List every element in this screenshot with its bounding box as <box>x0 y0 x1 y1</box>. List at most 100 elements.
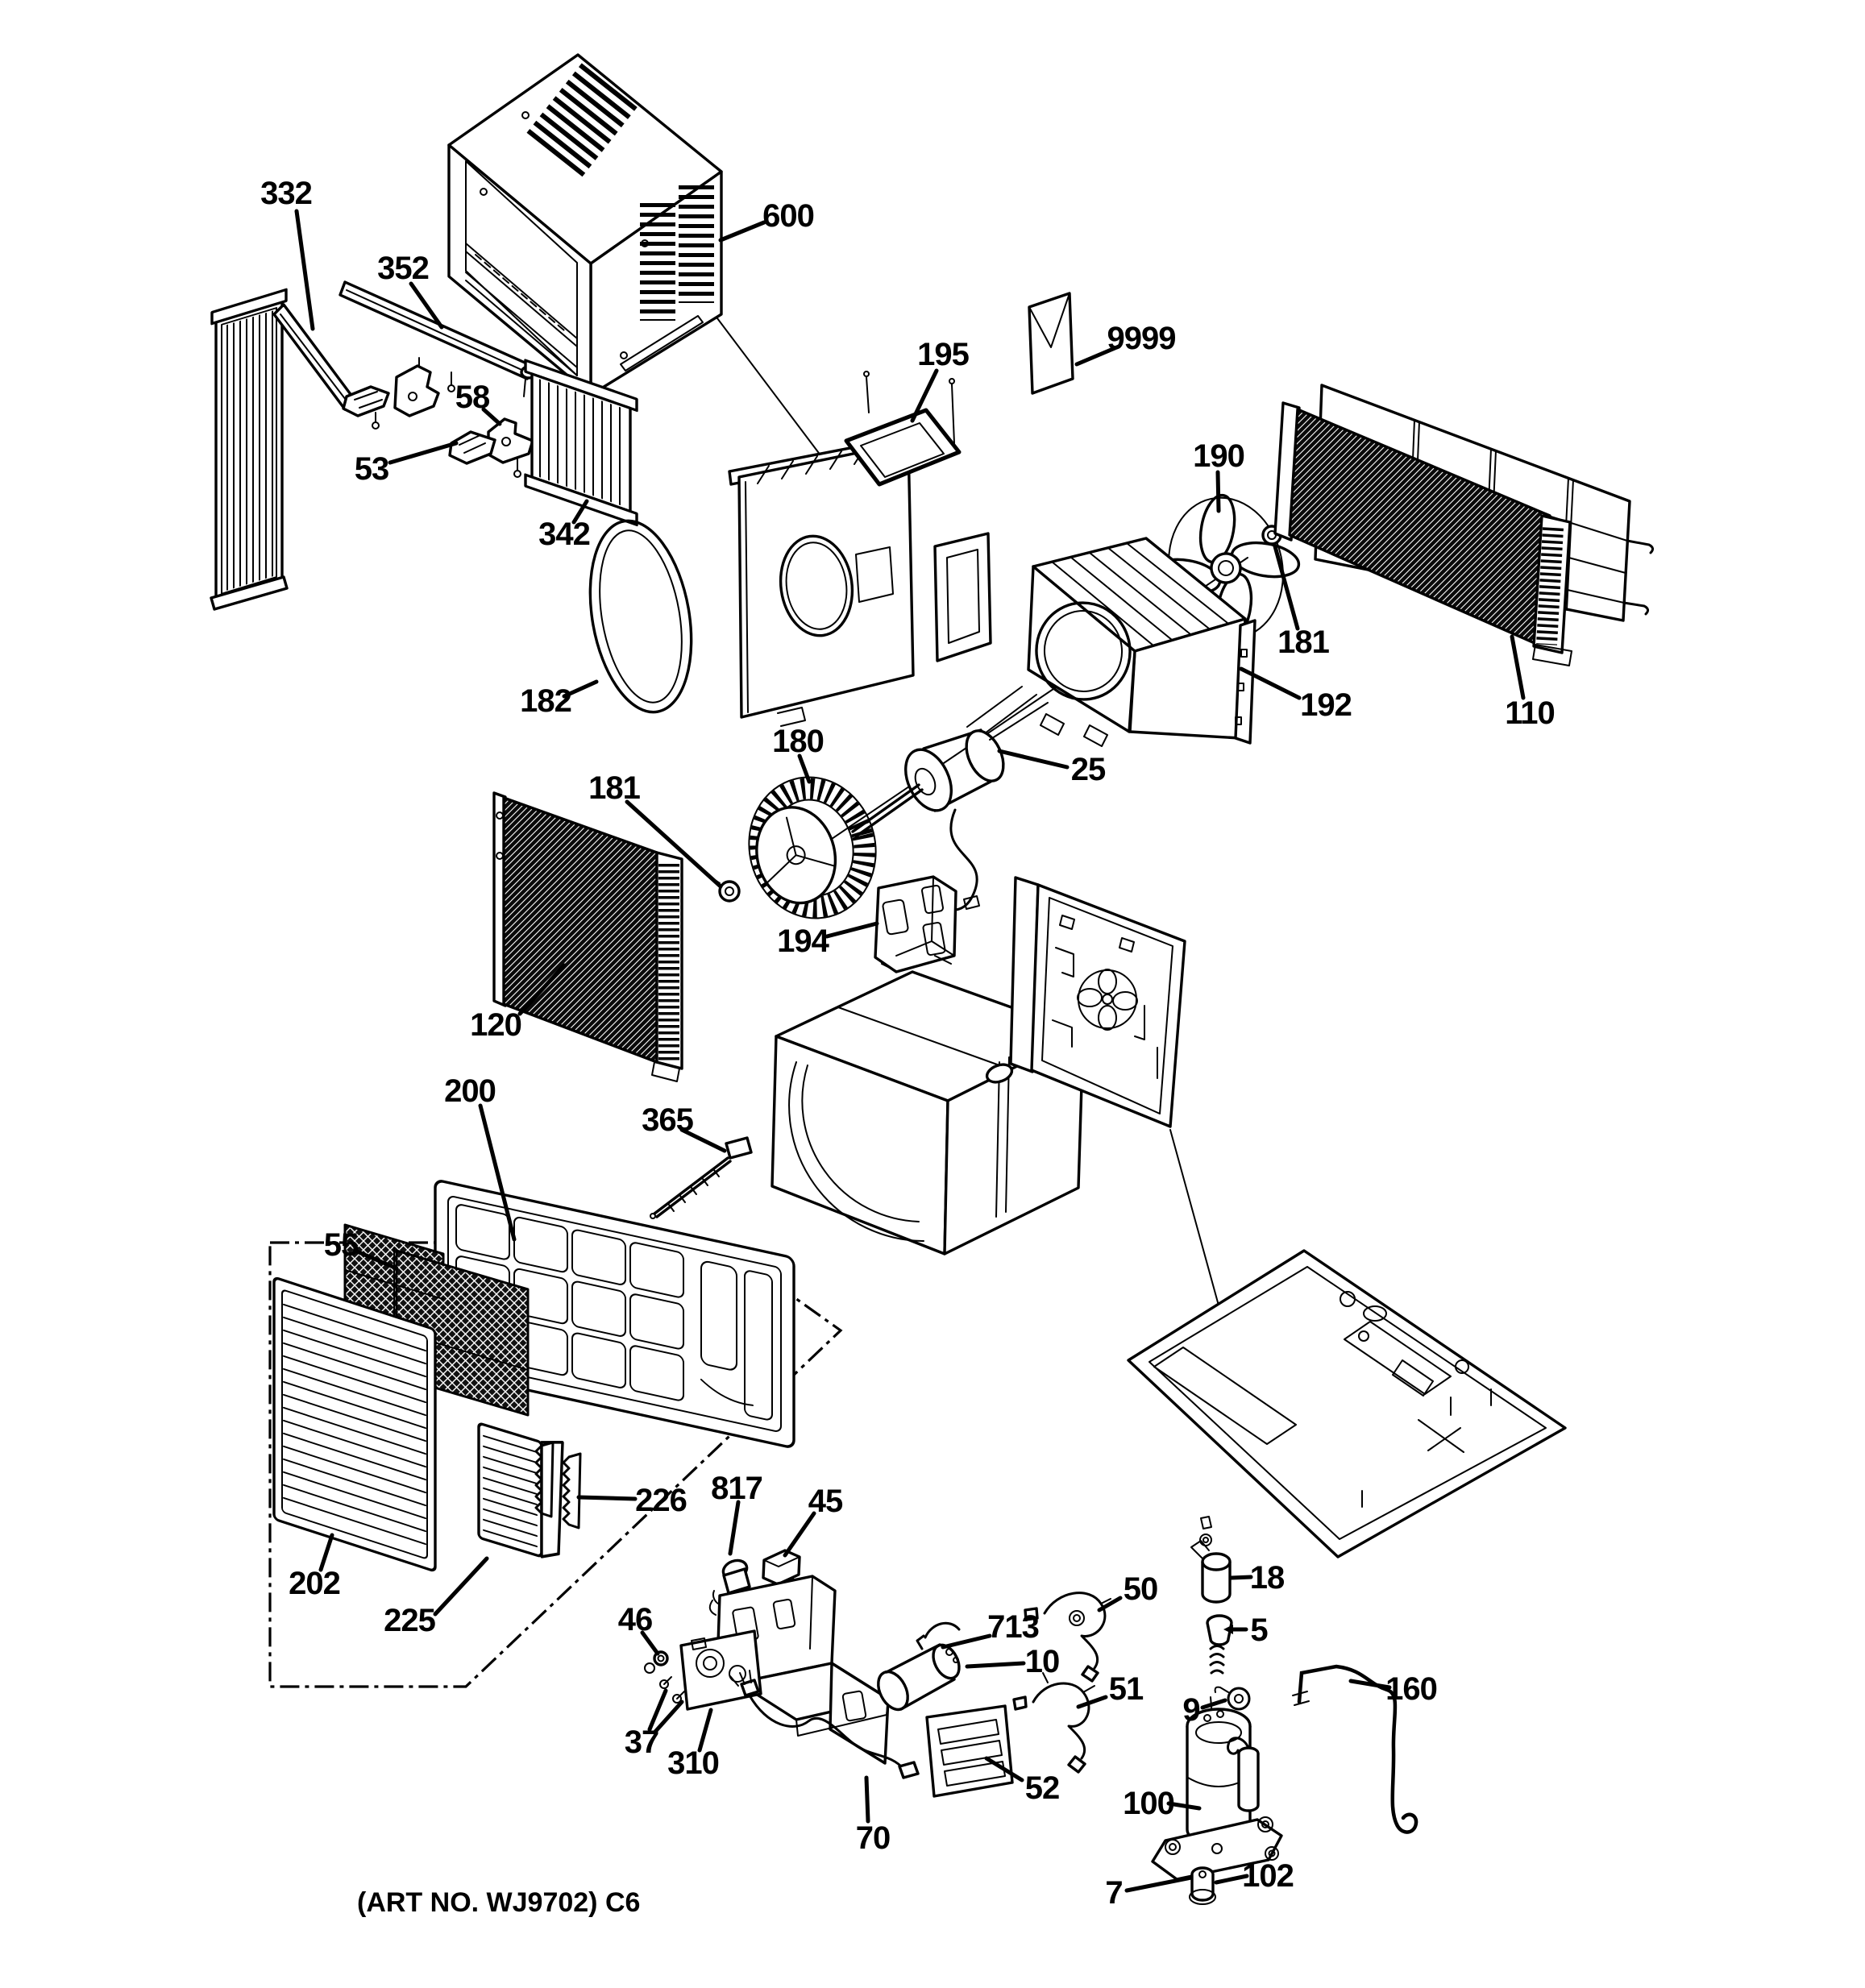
callout-202-inlet-grille: 202 <box>289 1566 340 1601</box>
part-600-cabinet <box>447 53 723 396</box>
part-192-fan-shroud <box>1027 537 1256 747</box>
part-310-control-plate <box>644 1629 762 1711</box>
leader-line-cabinet-wrapper <box>718 220 766 243</box>
leader-line-terminal-cover <box>984 1756 1024 1783</box>
part-342-window-curtain-right <box>524 359 638 527</box>
part-332-window-curtain-left <box>210 288 356 611</box>
callout-332-window-curtain-frame-left: 332 <box>260 176 312 211</box>
leader-line-compressor <box>1166 1801 1202 1811</box>
part-352-bracket-kit <box>342 364 440 430</box>
part-182-seal-ring <box>588 519 693 714</box>
part-195-support-frame <box>844 371 962 487</box>
part-evaporator-shroud-front <box>728 434 992 727</box>
callout-192-condenser-fan-shroud: 192 <box>1300 687 1352 723</box>
callout-182-orifice-seal-ring: 182 <box>520 683 571 719</box>
leader-line-condenser-fan-shroud <box>1239 666 1302 700</box>
callout-160-refrigerant-tube: 160 <box>1385 1671 1437 1707</box>
part-365-sensor <box>650 1136 753 1219</box>
callout-52-terminal-cover: 52 <box>1025 1770 1060 1806</box>
part-817-capacitor <box>708 1558 751 1616</box>
leader-line-compressor-grommet <box>1214 1874 1249 1885</box>
leader-line-fan-motor <box>997 749 1070 770</box>
leader-line-overload-protector <box>1229 1575 1253 1580</box>
part-70-wire-harness <box>729 1670 920 1779</box>
callout-180-blower-wheel: 180 <box>772 724 824 759</box>
leader-line-evaporator-coil <box>517 963 567 1016</box>
leader-line-support-bracket <box>481 407 502 426</box>
leader-line-fan-hub-clamp-right <box>1273 544 1300 631</box>
leader-line-vent-seal-strips <box>576 1495 638 1501</box>
part-202-inlet-grille <box>272 1276 437 1572</box>
callout-817-interference-capacitor: 817 <box>711 1471 762 1506</box>
part-7-compressor-mount <box>1151 1816 1283 1881</box>
callout-181-fan-hub-clamp-right: 181 <box>1277 625 1329 660</box>
leader-line-instruction-literature <box>1074 344 1121 367</box>
leader-line-interference-capacitor <box>728 1500 741 1556</box>
callout-200-front-panel-assembly: 200 <box>444 1073 496 1109</box>
callout-181-fan-hub-clamp-left: 181 <box>588 770 640 806</box>
callout-45-switch-relay: 45 <box>808 1484 843 1519</box>
leader-line-condenser-fan-blade <box>1215 470 1221 513</box>
part-52-terminal-cover <box>925 1704 1014 1798</box>
callout-55-air-filter: 55 <box>324 1227 359 1263</box>
callout-70-wire-harness-main: 70 <box>856 1820 891 1856</box>
callout-310-control-panel-plate: 310 <box>667 1745 719 1781</box>
callout-58-support-bracket: 58 <box>455 380 490 415</box>
callout-46-grommet: 46 <box>618 1602 653 1637</box>
leader-line-control-panel-plate <box>697 1708 713 1753</box>
callout-9999-instruction-literature: 9999 <box>1107 321 1176 356</box>
leader-line-control-screws <box>647 1688 668 1732</box>
callout-102-compressor-grommet: 102 <box>1242 1858 1294 1894</box>
leader-line-switch-relay <box>783 1511 816 1558</box>
leader-line-curtain-support-rail <box>409 281 444 330</box>
part-120-evaporator-coil <box>492 791 683 1082</box>
callout-50-wire-harness-50: 50 <box>1124 1571 1158 1607</box>
callout-5-terminal-grommet: 5 <box>1250 1612 1268 1648</box>
part-10-run-capacitor <box>877 1621 961 1712</box>
callout-10-run-capacitor: 10 <box>1025 1644 1060 1679</box>
leader-line-wire-harness-51 <box>1076 1695 1108 1709</box>
callout-225-vent-grille: 225 <box>384 1603 435 1638</box>
part-58-bracket <box>487 378 534 478</box>
part-225-vent-grille <box>477 1422 564 1558</box>
callout-7-compressor-mount: 7 <box>1105 1875 1122 1911</box>
part-base-pan <box>1127 1249 1567 1558</box>
part-45-switch <box>762 1549 801 1595</box>
leader-line-grommet <box>640 1630 660 1656</box>
leader-line-orifice-seal-ring <box>562 679 599 699</box>
callout-51-wire-harness-51: 51 <box>1109 1671 1144 1707</box>
callout-100-compressor: 100 <box>1123 1786 1174 1821</box>
callout-365-thermostat-sensor: 365 <box>642 1102 693 1138</box>
leader-line-wire-harness-50 <box>1097 1596 1123 1612</box>
leader-line-refrigerant-tube <box>1348 1679 1392 1690</box>
callout-713-capacitor-strap: 713 <box>987 1609 1039 1645</box>
leader-line-blower-wheel <box>797 753 812 784</box>
part-53-clip <box>448 430 496 465</box>
callout-37-control-screws: 37 <box>625 1724 659 1760</box>
part-compressor-spring <box>1209 1645 1225 1675</box>
part-180-blower-wheel <box>748 776 877 919</box>
callout-194-motor-support-bracket: 194 <box>777 923 829 959</box>
callout-195-shroud-support-frame: 195 <box>917 337 969 372</box>
part-100-compressor <box>1186 1696 1260 1854</box>
leader-line-shroud-support-frame <box>910 368 939 423</box>
part-102-grommet <box>1189 1866 1216 1905</box>
leader-line-motor-support-bracket <box>825 921 879 939</box>
part-194-motor-bracket <box>874 875 957 973</box>
leader-line-condenser-and-grille <box>1510 634 1526 700</box>
callout-110-condenser-and-grille: 110 <box>1505 695 1555 731</box>
leader-line-control-screws <box>652 1700 684 1735</box>
part-partition-panel <box>1009 876 1186 1128</box>
callout-53-bracket-clip: 53 <box>355 451 389 487</box>
leader-line-fan-hub-clamp-left <box>625 799 723 889</box>
callout-9-valve-washer: 9 <box>1182 1692 1199 1728</box>
art-number-note: (ART NO. WJ9702) C6 <box>357 1887 640 1918</box>
leader-line-bracket-clip <box>388 441 459 465</box>
callout-226-vent-seal-strips: 226 <box>635 1483 687 1518</box>
part-51-wire-harness <box>1012 1672 1095 1774</box>
leader-line-vent-grille <box>433 1556 489 1617</box>
part-25-fan-motor <box>851 686 1049 911</box>
callout-25-fan-motor: 25 <box>1071 752 1106 787</box>
